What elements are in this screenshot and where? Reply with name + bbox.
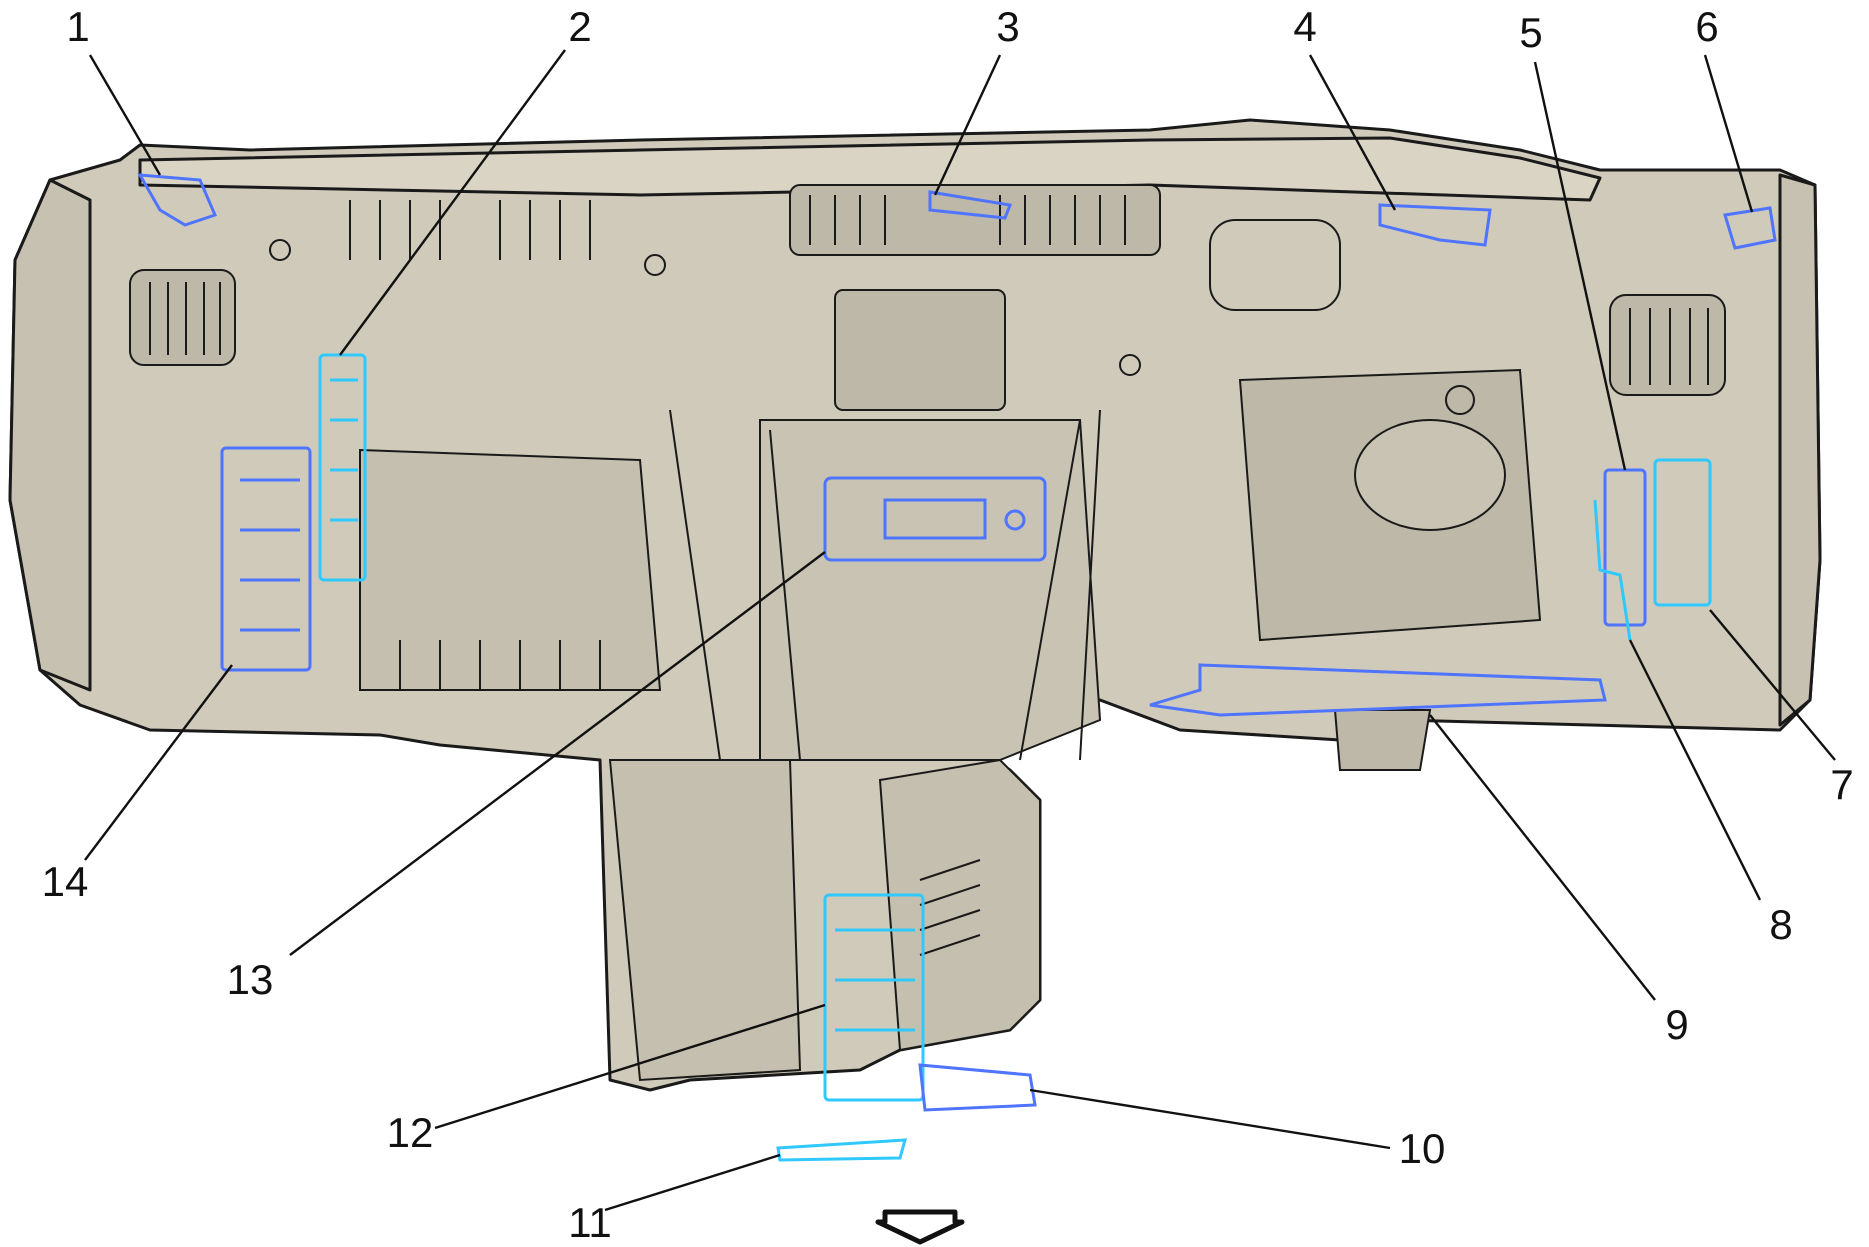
leader-4 (1308, 54, 1397, 211)
console-ribs (919, 859, 981, 956)
upper-ridge (138, 136, 1602, 202)
callout-numbers: 1 2 3 4 5 6 7 8 9 10 11 12 13 14 (42, 3, 1854, 1246)
glovebox (359, 448, 662, 691)
module-4 (1378, 203, 1492, 247)
leader-6 (1703, 54, 1754, 213)
module-7 (1653, 458, 1712, 607)
leader-13 (289, 551, 826, 956)
callout-1: 1 (66, 3, 89, 50)
left-end-cap (8, 178, 92, 692)
module-13 (823, 476, 1047, 562)
defrost-slats (349, 200, 591, 260)
callout-9: 9 (1665, 1001, 1688, 1048)
bracket (1209, 219, 1341, 311)
center-module-housing (834, 289, 1006, 411)
callout-13: 13 (227, 956, 274, 1003)
leader-14 (84, 664, 233, 861)
lower-console (608, 759, 802, 1082)
steering-bearing (1354, 419, 1506, 531)
callout-6: 6 (1695, 3, 1718, 50)
callout-12: 12 (387, 1109, 434, 1156)
center-pillars (669, 409, 1101, 761)
leader-7 (1709, 609, 1836, 761)
leader-9 (1429, 714, 1656, 1001)
leader-8 (1628, 639, 1762, 901)
right-vent (1609, 294, 1726, 396)
module-12-detail (835, 928, 915, 1032)
module-14-detail (240, 478, 300, 632)
module-2 (318, 353, 367, 582)
down-arrow-icon (875, 1209, 965, 1245)
module-9 (1149, 663, 1607, 717)
module-8 (1593, 499, 1632, 641)
module-6 (1723, 206, 1777, 250)
callout-14: 14 (42, 858, 89, 905)
console-right-panel (878, 758, 1041, 1052)
bolt (1119, 354, 1141, 376)
callout-10: 10 (1399, 1125, 1446, 1172)
lower-bracket (1333, 709, 1432, 771)
module-14 (220, 446, 312, 672)
center-stack (759, 419, 1102, 761)
center-vent-slats (809, 195, 1126, 245)
module-10 (918, 1063, 1037, 1112)
leader-lines (84, 49, 1836, 1212)
leader-5 (1533, 61, 1627, 471)
module-12 (823, 893, 925, 1102)
leader-1 (88, 54, 162, 176)
right-end-cap (1778, 173, 1822, 727)
callout-7: 7 (1830, 761, 1853, 808)
glovebox-ribs (399, 640, 601, 690)
module-13-knob (1004, 509, 1026, 531)
bolt (269, 239, 291, 261)
bolt (644, 254, 666, 276)
left-vent (129, 269, 236, 366)
leader-10 (1029, 1088, 1391, 1150)
module-1 (137, 173, 218, 227)
callout-4: 4 (1293, 3, 1316, 50)
callout-5: 5 (1519, 9, 1542, 56)
leader-2 (339, 49, 566, 356)
leader-3 (933, 54, 1002, 196)
right-vent-slats (1629, 308, 1709, 385)
module-2-detail (330, 378, 358, 522)
callout-2: 2 (568, 3, 591, 50)
structure-details (129, 184, 1726, 1082)
left-vent-slats (149, 282, 221, 355)
callout-11: 11 (568, 1199, 612, 1246)
callout-3: 3 (996, 3, 1019, 50)
leader-11 (604, 1153, 781, 1212)
leader-12 (434, 1003, 826, 1130)
steering-hub (1445, 385, 1475, 415)
callout-8: 8 (1769, 901, 1792, 948)
module-11 (776, 1138, 908, 1162)
center-vent (789, 184, 1161, 256)
module-3 (928, 190, 1013, 220)
module-13-screen (883, 498, 987, 540)
